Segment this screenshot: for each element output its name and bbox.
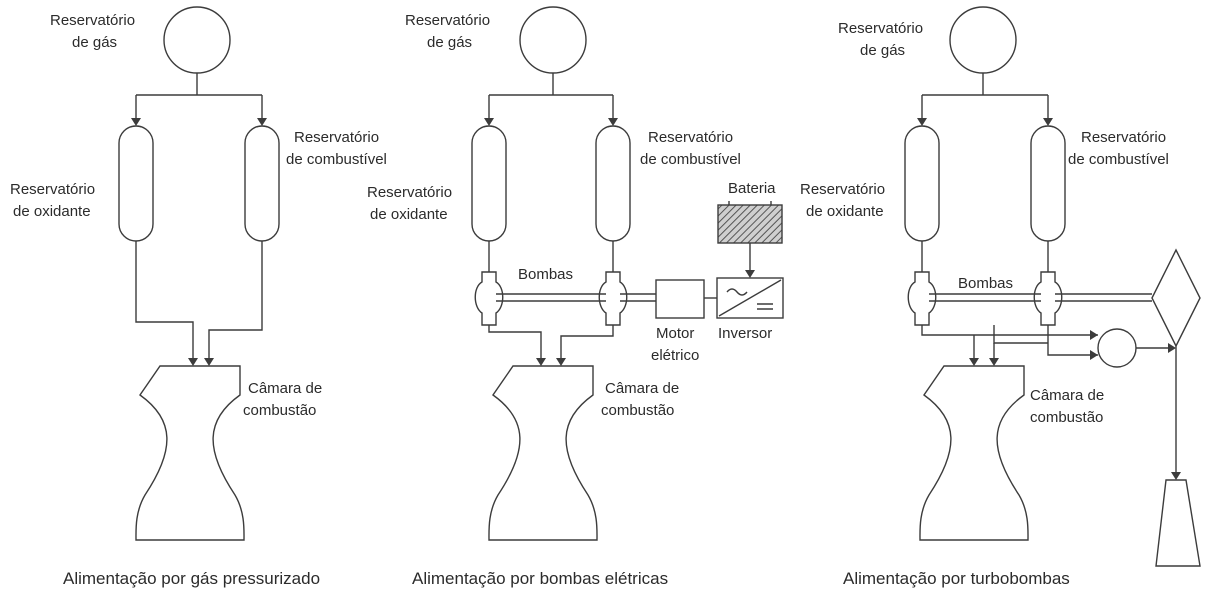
feed-lines	[135, 241, 263, 358]
battery-arrow	[745, 270, 755, 278]
electric-motor	[655, 279, 705, 319]
gas-tank	[949, 6, 1017, 74]
gas-generator-arrows	[1090, 330, 1098, 360]
pump-shaft	[496, 293, 656, 302]
feed-arrows	[969, 358, 999, 366]
gas-lines	[921, 73, 1049, 118]
gas-tank	[519, 6, 587, 74]
oxidizer-tank	[471, 125, 507, 242]
turbine	[1151, 248, 1201, 348]
fuel-tank	[1030, 125, 1066, 242]
caption-turbopump: Alimentação por turbobombas	[843, 569, 1070, 588]
fuel-tank	[595, 125, 631, 242]
fuel-turbopump	[1033, 271, 1063, 326]
battery-terminals	[728, 201, 772, 205]
gas-arrows	[917, 118, 1053, 126]
gas-lines	[488, 73, 614, 118]
fuel-tank	[244, 125, 280, 242]
exhaust-nozzle	[1155, 479, 1201, 567]
inverter-label: Inversor	[718, 325, 772, 342]
feed-lines	[973, 335, 995, 358]
gas-generator	[1097, 328, 1137, 368]
generator-to-turbine-arrow	[1168, 343, 1176, 353]
gas-arrows	[131, 118, 267, 126]
oxidizer-pump	[474, 271, 504, 326]
fuel-pump	[598, 271, 628, 326]
exhaust-arrow	[1171, 472, 1181, 480]
caption-pressurized: Alimentação por gás pressurizado	[63, 569, 320, 588]
combustion-chamber	[919, 365, 1029, 541]
tank-outlets	[921, 241, 1049, 272]
feed-arrows	[188, 358, 214, 366]
oxidizer-tank	[118, 125, 154, 242]
caption-electric: Alimentação por bombas elétricas	[412, 569, 668, 588]
tank-outlets	[488, 241, 614, 272]
inverter-dc-symbol	[757, 303, 773, 310]
fuel-branch	[993, 325, 1048, 344]
oxidizer-tank	[904, 125, 940, 242]
oxidizer-turbopump	[907, 271, 937, 326]
combustion-chamber	[488, 365, 598, 541]
battery-label: Bateria	[728, 180, 776, 197]
inverter-diagonal	[718, 279, 782, 317]
feed-arrows	[536, 358, 566, 366]
turbine-shaft	[929, 293, 1152, 302]
battery	[717, 204, 783, 244]
gas-lines	[135, 73, 263, 118]
pumps-label: Bombas	[518, 266, 573, 283]
gas-tank	[163, 6, 231, 74]
combustion-chamber	[135, 365, 245, 541]
feed-lines	[488, 325, 614, 358]
gas-generator-feed	[921, 325, 1098, 356]
gas-arrows	[484, 118, 618, 126]
inverter-ac-symbol	[726, 288, 748, 296]
pumps-label: Bombas	[958, 275, 1013, 292]
